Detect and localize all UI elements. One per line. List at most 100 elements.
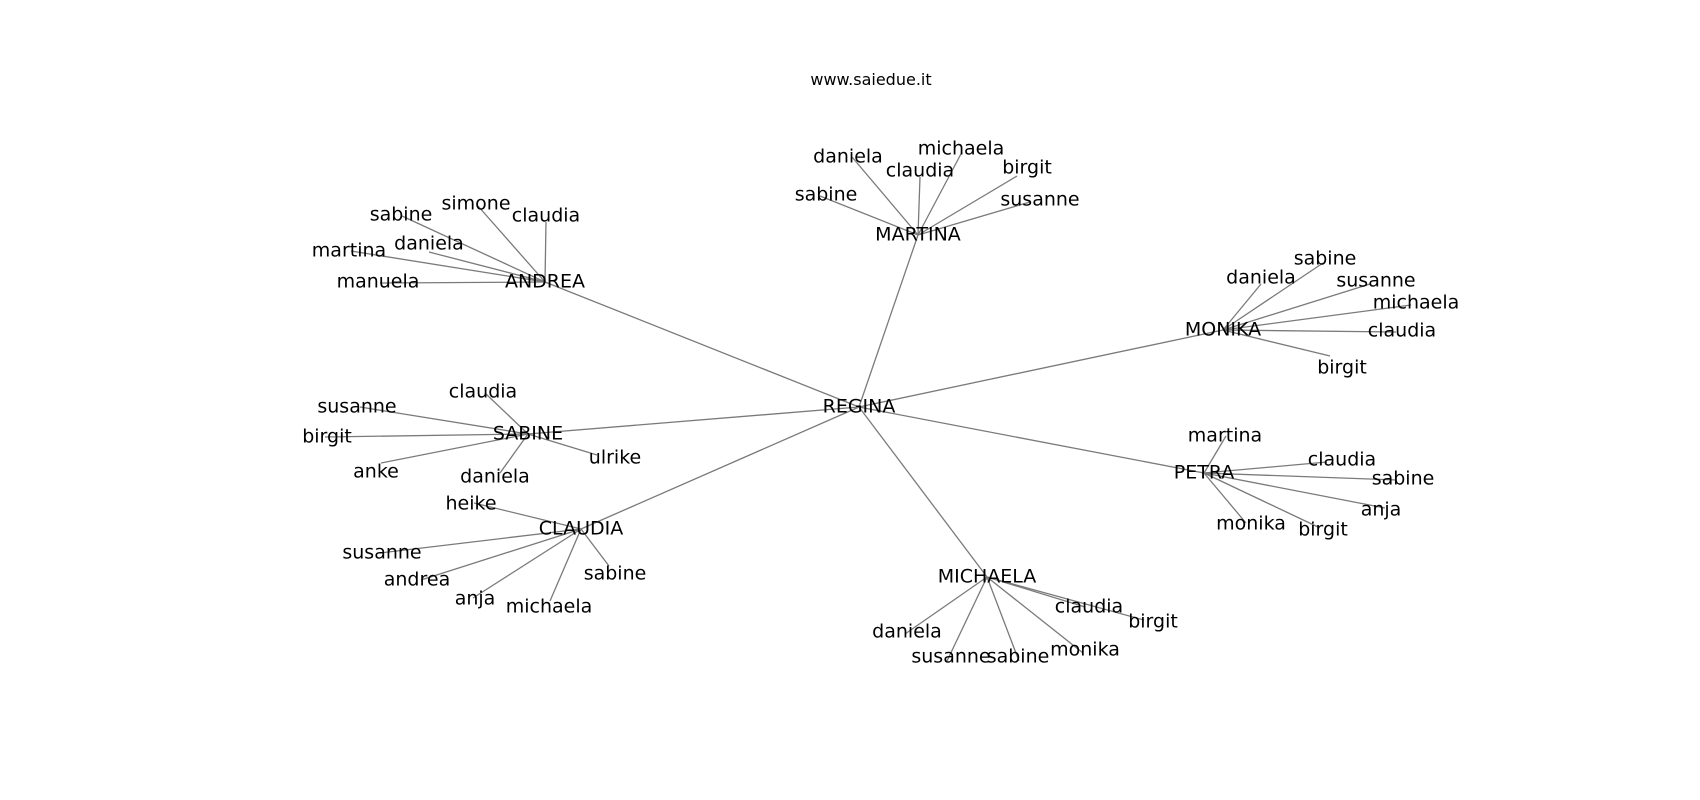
edge-hub-leaf [917,201,1031,236]
leaf-node-label: susanne [342,542,421,564]
hub-node-label: PETRA [1174,462,1235,484]
leaf-node-label: daniela [813,146,883,168]
leaf-node-label: claudia [449,381,517,403]
leaf-node-label: susanne [911,646,990,668]
edge-hub-leaf [1222,304,1412,331]
hub-node-label: SABINE [493,423,563,445]
leaf-node-label: claudia [512,205,580,227]
center-node-label: REGINA [823,396,896,418]
edge-hub-leaf [1203,435,1227,474]
edge-hub-leaf [946,576,988,662]
leaf-node-label: michaela [1373,292,1460,314]
leaf-node-label: sabine [987,646,1050,668]
leaf-node-label: simone [441,193,510,215]
hub-node-label: MONIKA [1185,319,1261,341]
leaf-node-label: andrea [384,569,450,591]
leaf-node-label: monika [1216,513,1286,535]
leaf-node-label: martina [312,240,386,262]
leaf-node-label: susanne [317,396,396,418]
hub-node-label: MARTINA [875,224,961,246]
site-title: www.saiedue.it [810,70,932,89]
edge-center-hub [858,406,1205,474]
edge-hub-leaf [917,176,921,236]
leaf-node-label: claudia [886,160,954,182]
leaf-node-label: sabine [795,184,858,206]
edge-hub-leaf [580,528,610,567]
edge-hub-leaf [986,576,1084,654]
edge-hub-leaf [1203,472,1386,509]
edge-hub-leaf [1203,461,1328,474]
edge-hub-leaf [380,433,529,464]
edge-center-hub [858,234,919,408]
leaf-node-label: sabine [1294,248,1357,270]
edge-center-hub [544,281,860,408]
edge-hub-leaf [485,393,529,435]
leaf-node-label: susanne [1000,189,1079,211]
edge-hub-leaf [917,175,1018,236]
leaf-node-label: daniela [872,621,942,643]
edge-hub-leaf [477,205,546,283]
edge-hub-leaf [324,433,529,438]
edge-hub-leaf [986,576,1145,621]
edge-center-hub [580,406,860,530]
leaf-node-label: heike [445,493,496,515]
leaf-node-label: sabine [584,563,647,585]
leaf-node-label: claudia [1055,596,1123,618]
edge-hub-leaf [1203,472,1398,481]
edge-hub-leaf [379,528,582,554]
edge-center-hub [858,329,1224,408]
leaf-node-label: anja [455,588,496,610]
leaf-node-label: birgit [1317,357,1367,379]
edge-hub-leaf [1222,329,1331,357]
edge-hub-leaf [904,576,988,635]
edge-hub-leaf [1203,472,1319,528]
edge-hub-leaf [527,433,598,456]
edge-hub-leaf [379,281,546,284]
leaf-node-label: birgit [1298,519,1348,541]
edge-hub-leaf [472,528,582,599]
edge-hub-leaf [428,251,546,283]
hub-node-label: CLAUDIA [539,518,623,540]
edge-hub-leaf [917,151,963,236]
hub-node-label: MICHAELA [938,566,1037,588]
edge-hub-leaf [986,576,1020,662]
edge-hub-leaf [1222,283,1371,331]
leaf-node-label: birgit [1002,157,1052,179]
leaf-node-label: daniela [1226,267,1296,289]
leaf-node-label: monika [1050,639,1120,661]
hub-node-label: ANDREA [505,271,585,293]
edge-hub-leaf [350,250,546,283]
leaf-node-label: sabine [1372,468,1435,490]
leaf-node-label: birgit [1128,611,1178,633]
leaf-node-label: claudia [1308,449,1376,471]
leaf-node-label: susanne [1336,270,1415,292]
edge-hub-leaf [1203,472,1247,524]
edge-hub-leaf [1222,283,1262,331]
leaf-node-label: birgit [302,426,352,448]
edge-hub-leaf [544,221,547,283]
edge-hub-leaf [549,528,582,602]
leaf-node-label: michaela [918,138,1005,160]
leaf-node-label: anja [1361,499,1402,521]
leaf-node-label: michaela [506,596,593,618]
leaf-node-label: daniela [394,233,464,255]
leaf-node-label: martina [1188,425,1262,447]
edge-hub-leaf [359,406,529,435]
edge-hub-leaf [851,156,919,236]
leaf-node-label: ulrike [589,447,641,469]
leaf-node-label: anke [353,461,399,483]
leaf-node-label: sabine [370,204,433,226]
edge-center-hub [858,406,988,578]
leaf-node-label: daniela [460,466,530,488]
edge-hub-leaf [1222,329,1397,333]
leaf-node-label: claudia [1368,320,1436,342]
edge-hub-leaf [420,528,582,581]
edge-hub-leaf [499,433,529,474]
edge-hub-leaf [819,195,919,236]
edge-center-hub [527,406,860,435]
edge-hub-leaf [473,502,582,530]
edge-hub-leaf [1222,262,1324,331]
edge-hub-leaf [401,215,546,283]
leaf-node-label: manuela [337,271,420,293]
